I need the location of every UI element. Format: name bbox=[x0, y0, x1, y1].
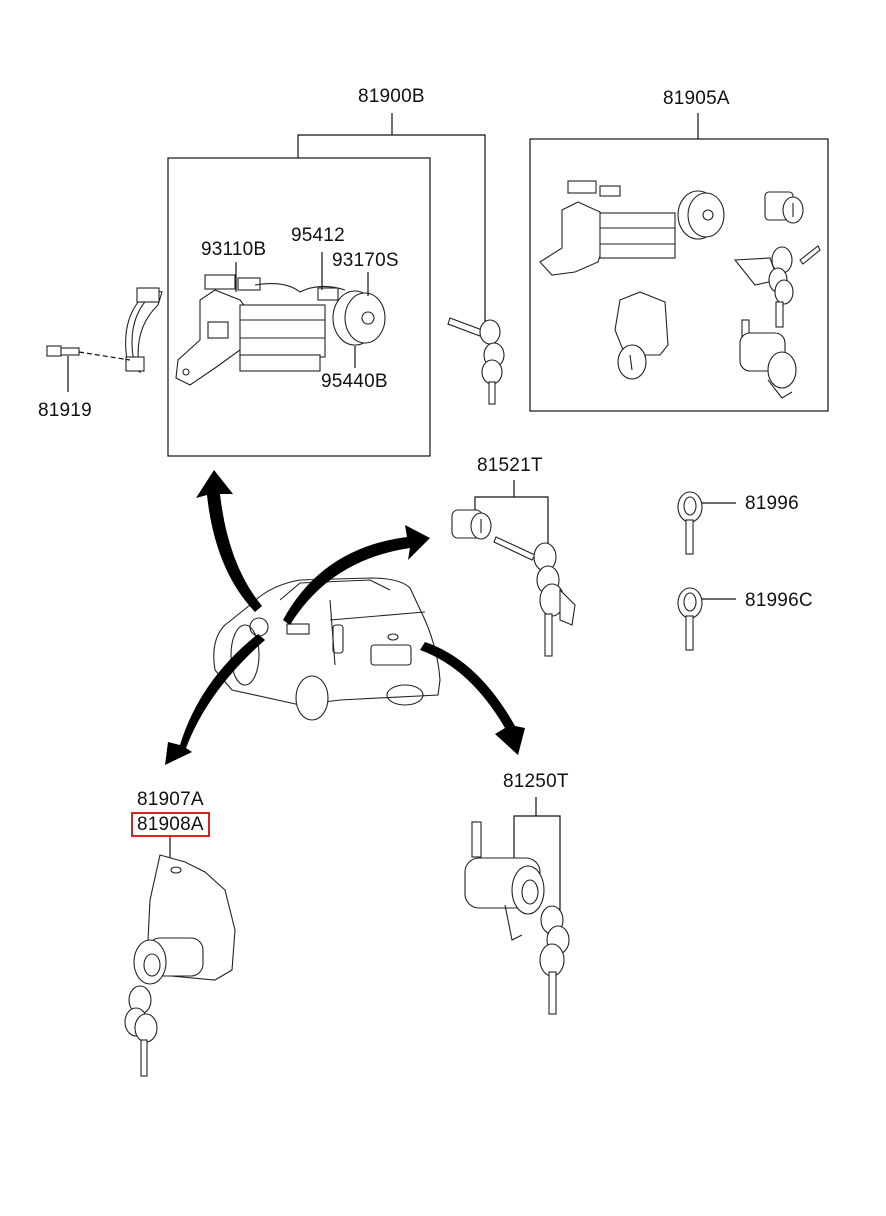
key-81900B[interactable] bbox=[447, 317, 505, 405]
bolt-81919[interactable] bbox=[46, 345, 131, 392]
label-81900B[interactable]: 81900B bbox=[358, 86, 425, 107]
label-81996[interactable]: 81996 bbox=[745, 493, 799, 514]
label-93170S[interactable]: 93170S bbox=[332, 250, 399, 271]
arrow-to-ignition bbox=[196, 470, 262, 612]
key-81996[interactable] bbox=[677, 491, 736, 555]
label-95440B[interactable]: 95440B bbox=[321, 371, 388, 392]
ignition-assembly-box bbox=[167, 157, 431, 457]
label-81250T[interactable]: 81250T bbox=[503, 771, 569, 792]
label-81907A[interactable]: 81907A bbox=[137, 789, 204, 810]
arrow-to-door-lock bbox=[283, 525, 430, 625]
arrow-to-tailgate-lock bbox=[420, 642, 525, 755]
lock-set-drawing[interactable] bbox=[539, 180, 821, 399]
arrow-to-fuel-lock bbox=[165, 634, 265, 765]
tailgate-lock-81250T[interactable] bbox=[464, 797, 570, 1015]
fuel-lid-lock[interactable] bbox=[124, 836, 236, 1077]
label-81905A[interactable]: 81905A bbox=[663, 88, 730, 109]
label-81996C[interactable]: 81996C bbox=[745, 590, 813, 611]
label-93110B[interactable]: 93110B bbox=[201, 239, 267, 260]
label-81521T[interactable]: 81521T bbox=[477, 455, 543, 476]
group-81905A-frame bbox=[529, 113, 829, 412]
label-81919[interactable]: 81919 bbox=[38, 400, 92, 421]
ignition-switch-drawing[interactable] bbox=[175, 252, 386, 386]
arrows bbox=[165, 470, 525, 765]
door-lock-81521T[interactable] bbox=[451, 480, 576, 657]
lock-set-box bbox=[529, 138, 829, 412]
vehicle-illustration bbox=[213, 577, 441, 721]
group-81900B-frame bbox=[167, 113, 486, 457]
label-95412[interactable]: 95412 bbox=[291, 225, 345, 246]
label-81908A-selected[interactable]: 81908A bbox=[131, 812, 210, 837]
key-81996C[interactable] bbox=[677, 587, 736, 651]
shroud-bracket[interactable] bbox=[125, 287, 163, 374]
